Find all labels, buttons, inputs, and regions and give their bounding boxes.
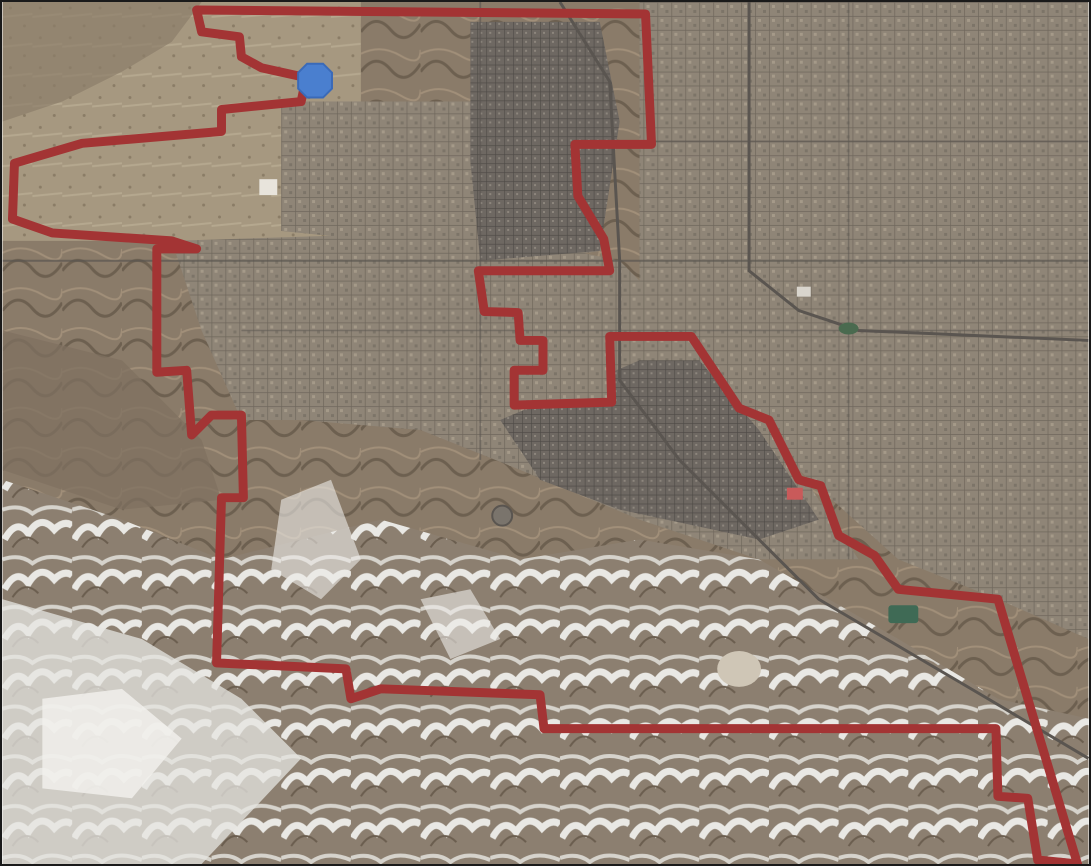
gravel-pit [717, 650, 761, 687]
snowfield-east [420, 589, 501, 659]
road-network [2, 2, 1089, 760]
northwest-hills [2, 2, 202, 122]
west-foothills [2, 330, 222, 510]
pond [888, 605, 919, 624]
interstate-highway [558, 2, 1089, 760]
park-pond [838, 322, 859, 335]
location-marker[interactable] [297, 62, 333, 99]
arterial-road-east [747, 2, 1089, 342]
red-roof-building [786, 487, 803, 500]
snowfield-central [271, 479, 361, 600]
roundabout [491, 504, 514, 527]
east-city-grid [639, 2, 1089, 640]
commercial-building [796, 286, 811, 297]
facility-building [259, 179, 278, 196]
snowfield-patch [42, 688, 182, 799]
city-boundary-outline[interactable] [7, 5, 1083, 864]
